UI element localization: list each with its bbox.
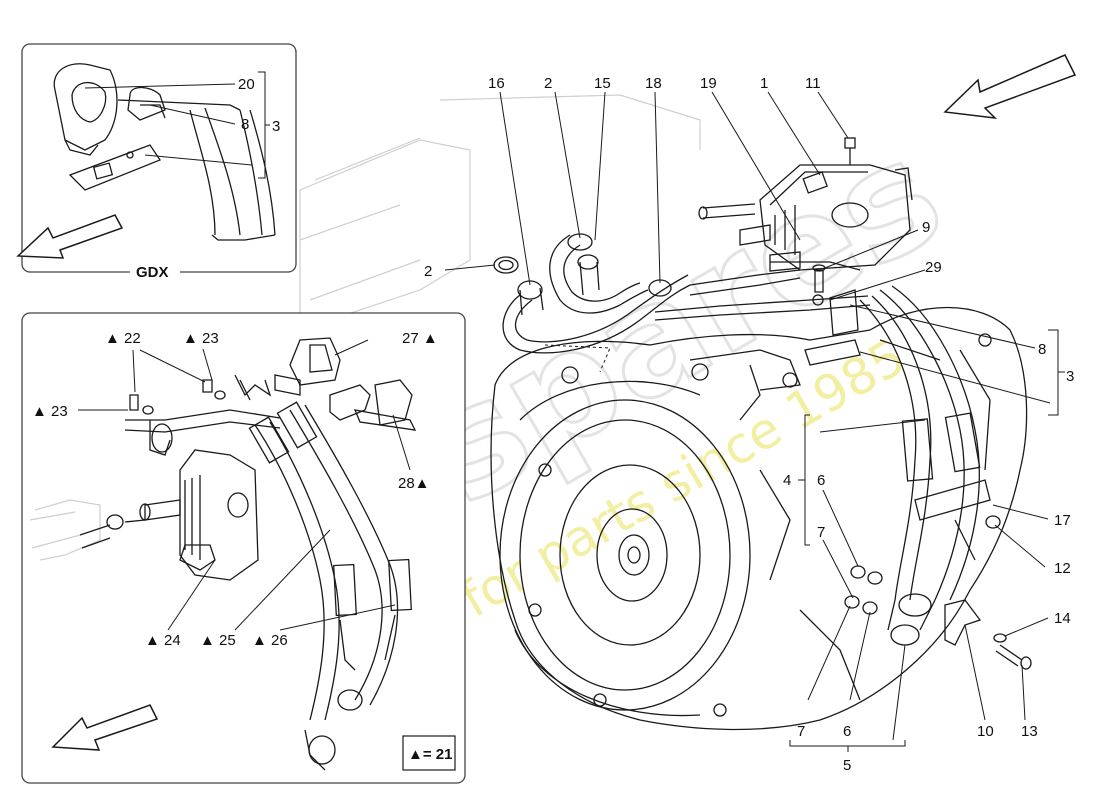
label-7-lower: 7 <box>797 723 805 740</box>
label-18: 18 <box>645 75 662 92</box>
clamp-2 <box>493 256 519 274</box>
label-2-left: 2 <box>424 263 432 280</box>
inset-gdx-title: GDX <box>136 264 169 281</box>
gearbox-casing <box>490 306 1028 731</box>
direction-arrow-top-right <box>943 54 1077 120</box>
label-15: 15 <box>594 75 611 92</box>
clamp-15 <box>567 233 593 251</box>
label-24: ▲ 24 <box>145 632 181 649</box>
label-26: ▲ 26 <box>252 632 288 649</box>
legend-box <box>402 735 456 771</box>
label-14: 14 <box>1054 610 1071 627</box>
label-16: 16 <box>488 75 505 92</box>
inset-variant <box>21 312 466 784</box>
hose-end-16 <box>517 280 543 300</box>
label-12: 12 <box>1054 560 1071 577</box>
label-8-gdx: 8 <box>241 116 249 133</box>
legend-text: ▲= 21 <box>408 746 452 763</box>
label-22: ▲ 22 <box>105 330 141 347</box>
label-3-main: 3 <box>1066 368 1074 385</box>
label-6-lower: 6 <box>843 723 851 740</box>
label-23-top: ▲ 23 <box>183 330 219 347</box>
label-7-upper: 7 <box>817 524 825 541</box>
label-27: 27 ▲ <box>402 330 438 347</box>
part-labels: 20 8 3 GDX ▲ 22 ▲ 23 27 ▲ ▲ 23 28▲ ▲ 24 … <box>32 75 1074 774</box>
inset-gdx <box>16 43 297 279</box>
label-17: 17 <box>1054 512 1071 529</box>
inset-variant-frame <box>21 312 466 784</box>
label-13: 13 <box>1021 723 1038 740</box>
label-28: 28▲ <box>398 475 430 492</box>
oil-cooler <box>759 164 913 271</box>
label-9: 9 <box>922 219 930 236</box>
label-1: 1 <box>760 75 768 92</box>
label-4: 4 <box>783 472 791 489</box>
oil-pipes <box>493 137 1032 670</box>
label-20: 20 <box>238 76 255 93</box>
label-29: 29 <box>925 259 942 276</box>
leader-lines <box>444 91 1065 752</box>
label-3-gdx: 3 <box>272 118 280 135</box>
direction-arrow-inset <box>51 704 159 751</box>
label-10: 10 <box>977 723 994 740</box>
label-23-left: ▲ 23 <box>32 403 68 420</box>
label-25: ▲ 25 <box>200 632 236 649</box>
label-2-top: 2 <box>544 75 552 92</box>
label-6-upper: 6 <box>817 472 825 489</box>
label-11: 11 <box>805 75 821 92</box>
label-5: 5 <box>843 757 851 774</box>
label-19: 19 <box>700 75 717 92</box>
direction-arrow-gdx <box>16 214 124 259</box>
label-8-main: 8 <box>1038 341 1046 358</box>
